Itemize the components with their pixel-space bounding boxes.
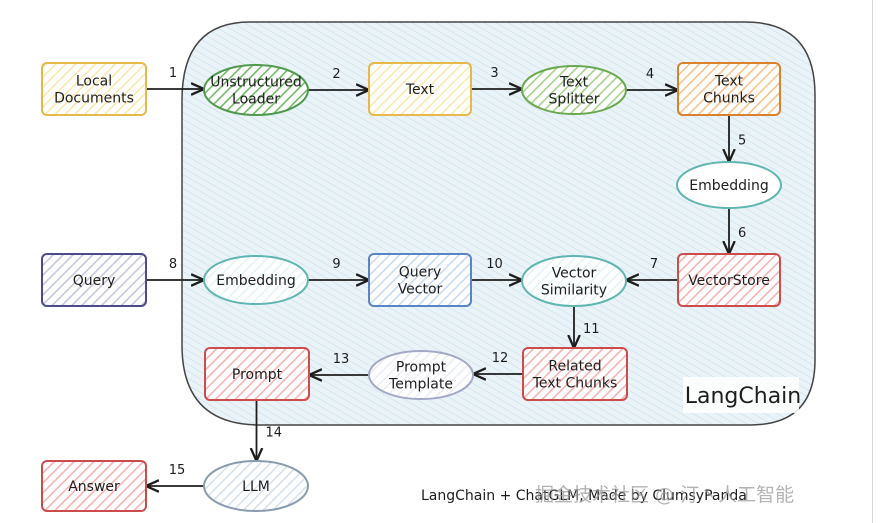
node-label: Related bbox=[548, 359, 601, 375]
node-box bbox=[677, 62, 781, 116]
node-text: Text bbox=[368, 62, 472, 116]
node-label: Text bbox=[559, 75, 589, 91]
edge-step-label: 15 bbox=[169, 463, 186, 478]
node-label: Loader bbox=[232, 92, 280, 108]
node-label: Unstructured bbox=[210, 75, 302, 91]
node-label: Text Chunks bbox=[532, 376, 618, 392]
node-ellipse bbox=[203, 460, 309, 512]
caption: LangChain + ChatGLM, Made by ClumsyPanda bbox=[421, 488, 747, 504]
node-label: Embedding bbox=[689, 178, 768, 194]
node-label: Vector bbox=[552, 266, 597, 282]
node-box bbox=[41, 62, 147, 116]
edge-step-label: 3 bbox=[490, 66, 498, 81]
edge-step-label: 6 bbox=[738, 226, 746, 241]
node-box bbox=[368, 62, 472, 116]
group-label: LangChain bbox=[685, 384, 802, 409]
node-label: Text bbox=[714, 74, 744, 90]
node-label: VectorStore bbox=[688, 273, 770, 289]
node-ellipse bbox=[368, 350, 474, 400]
node-label: Documents bbox=[54, 91, 134, 107]
edge-step-label: 4 bbox=[646, 67, 654, 82]
node-prompt: Prompt bbox=[204, 347, 310, 401]
group-label-bg bbox=[683, 377, 799, 413]
node-label: Text bbox=[405, 82, 435, 98]
node-embedding-query: Embedding bbox=[203, 255, 309, 305]
node-ellipse bbox=[676, 161, 782, 209]
node-query: Query bbox=[41, 253, 147, 307]
node-ellipse bbox=[521, 255, 627, 307]
node-box bbox=[204, 347, 310, 401]
edge-step-label: 12 bbox=[492, 351, 509, 366]
footer: LangChain + ChatGLM, Made by ClumsyPanda… bbox=[421, 484, 794, 506]
watermark: 掘金技术社区 @ 汀丶人工智能 bbox=[535, 484, 794, 506]
node-answer: Answer bbox=[41, 460, 147, 512]
edge-step-label: 9 bbox=[332, 257, 340, 272]
node-box bbox=[41, 460, 147, 512]
node-label: Answer bbox=[68, 479, 120, 495]
node-vectorstore: VectorStore bbox=[677, 253, 781, 307]
node-label: Vector bbox=[398, 282, 443, 298]
page-edge-divider bbox=[872, 0, 873, 523]
node-label: Similarity bbox=[541, 283, 607, 299]
node-label: Local bbox=[76, 74, 112, 90]
langchain-group-box bbox=[181, 21, 816, 426]
node-label: Query bbox=[399, 265, 442, 281]
node-box bbox=[677, 253, 781, 307]
node-ellipse bbox=[203, 255, 309, 305]
node-label: Prompt bbox=[396, 360, 447, 376]
edge-step-label: 13 bbox=[333, 352, 350, 367]
node-label: Prompt bbox=[232, 367, 283, 383]
edge-step-label: 7 bbox=[650, 257, 658, 272]
edge-step-label: 8 bbox=[169, 257, 177, 272]
edge-step-label: 2 bbox=[332, 67, 340, 82]
node-box bbox=[368, 253, 472, 307]
node-ellipse bbox=[521, 65, 627, 115]
node-box bbox=[41, 253, 147, 307]
edge-step-label: 1 bbox=[169, 66, 177, 81]
edge-step-label: 14 bbox=[266, 426, 283, 441]
node-label: Query bbox=[73, 273, 116, 289]
node-ellipse bbox=[203, 64, 309, 116]
node-label: Template bbox=[388, 377, 453, 393]
edge-step-label: 5 bbox=[738, 134, 746, 149]
node-label: Chunks bbox=[703, 91, 755, 107]
node-llm: LLM bbox=[203, 460, 309, 512]
node-label: Embedding bbox=[216, 273, 295, 289]
node-embedding-doc: Embedding bbox=[676, 161, 782, 209]
edge-step-label: 11 bbox=[583, 322, 600, 337]
node-label: Splitter bbox=[549, 92, 600, 108]
langchain-group: LangChain bbox=[181, 21, 816, 426]
node-label: LLM bbox=[242, 479, 270, 495]
edge-step-label: 10 bbox=[486, 257, 503, 272]
node-box bbox=[522, 347, 628, 401]
